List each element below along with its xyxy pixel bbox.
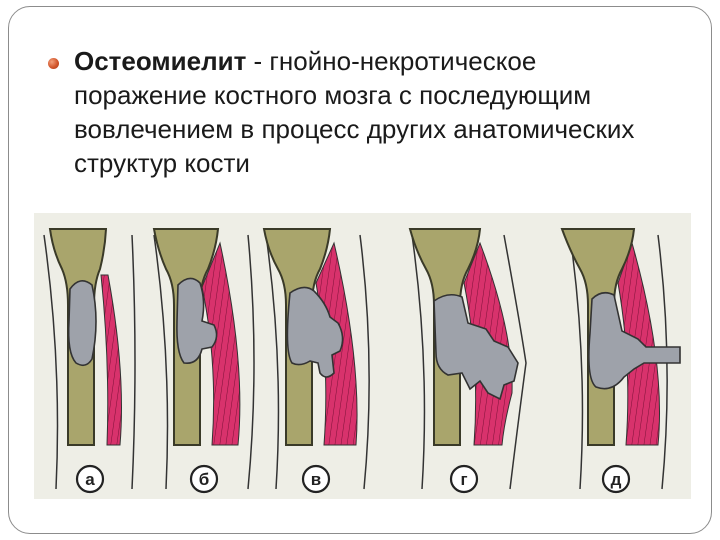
svg-text:д: д <box>611 470 622 489</box>
svg-text:б: б <box>199 470 210 489</box>
lesion <box>433 293 519 401</box>
lesion <box>286 286 344 378</box>
muscle <box>100 274 122 446</box>
stage-label-v: в <box>301 464 331 494</box>
lesion <box>67 280 97 367</box>
stages-illustration: а б в г д <box>43 228 681 494</box>
svg-text:г: г <box>460 470 467 489</box>
stage-label-d: д <box>601 464 631 494</box>
slide-text: Остеомиелит - гнойно-некротическое пораж… <box>74 44 674 180</box>
stage-label-g: г <box>449 464 479 494</box>
osteomyelitis-stages-figure: а б в г д <box>34 213 691 499</box>
soft-tissue-outline <box>43 234 136 490</box>
stage-label-b: б <box>189 464 219 494</box>
lesion <box>588 291 681 390</box>
soft-tissue-outline <box>265 234 370 490</box>
term: Остеомиелит <box>74 46 247 76</box>
stage-a <box>43 228 136 490</box>
svg-text:в: в <box>311 470 321 489</box>
stage-b <box>152 228 255 490</box>
stage-g <box>408 228 527 490</box>
stage-c <box>262 228 370 490</box>
stage-d <box>560 228 681 490</box>
lesion <box>176 277 218 365</box>
bullet-icon <box>48 58 59 69</box>
soft-tissue-outline <box>153 234 255 490</box>
svg-text:а: а <box>85 470 95 489</box>
stage-label-a: а <box>75 464 105 494</box>
soft-tissue-outline <box>411 234 527 490</box>
definition: - гнойно-некротическое поражение костног… <box>74 46 635 178</box>
